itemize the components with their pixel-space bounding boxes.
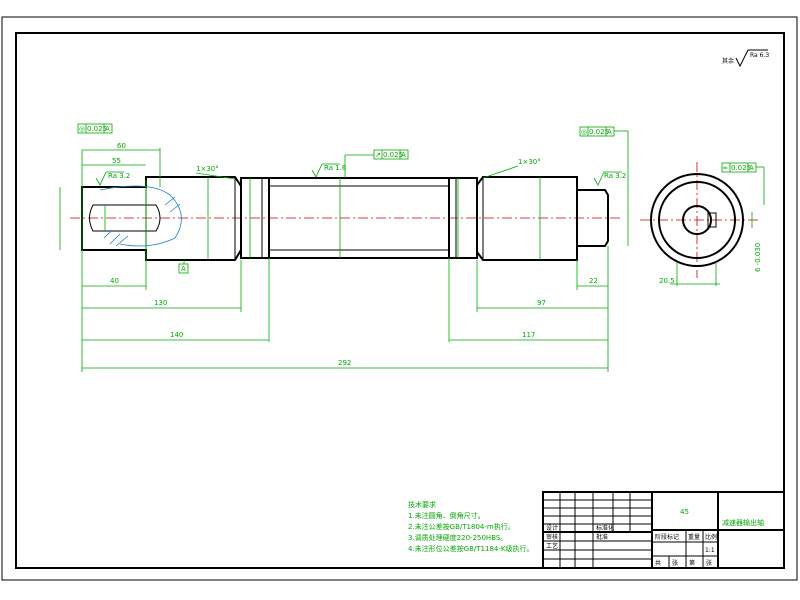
left-shaft-end (81, 176, 242, 261)
sheet-border (1, 16, 798, 581)
note-3: 3.调质处理硬度220-250HBS。 (408, 533, 507, 542)
tb-stage: 阶段标记 (655, 533, 679, 541)
datum-a: A (178, 260, 189, 274)
section-inner-circle (682, 205, 712, 235)
roughness-symbol-icon (735, 49, 768, 68)
frame-border (15, 32, 785, 569)
tb-process: 工艺 (546, 542, 558, 550)
section-hatch (103, 196, 181, 247)
section-break-curve (99, 185, 182, 247)
tb-material: 45 (680, 508, 689, 516)
tol-mid-datum: A (401, 151, 406, 159)
dimensions: 60 55 40 130 140 292 97 117 22 1 (59, 142, 629, 372)
tb-sheet: 张 (672, 559, 678, 567)
tb-design: 设计 (546, 524, 558, 532)
general-roughness-prefix: 其余 (722, 57, 734, 65)
keyway-depth: 20.5 (659, 277, 675, 285)
chamfer-left-leader (195, 172, 236, 180)
roughness-left: Ra 3.2 (108, 172, 130, 180)
title-block: 设计 审核 工艺 标准化 批准 45 减速器输出轴 阶段标记 重量 比例 1:1… (542, 491, 785, 569)
dim-22: 22 (589, 277, 598, 285)
tb-sheet-total: 共 (655, 559, 661, 567)
dim-292: 292 (338, 359, 351, 367)
tb-drawing-name: 减速器输出轴 (722, 518, 764, 527)
roughness-mid-icon (311, 163, 340, 178)
dim-130: 130 (154, 299, 167, 307)
tol-right-value: 0.025 (589, 128, 609, 136)
dim-117: 117 (522, 331, 535, 339)
tol-section-datum: A (749, 164, 754, 172)
keyway-width: 6 -0.030 (754, 243, 762, 272)
tb-approve: 批准 (596, 533, 608, 541)
roughness-right-icon (593, 171, 622, 186)
dim-60: 60 (117, 142, 126, 150)
tolerance-frame-left: ◎ 0.025 A (77, 123, 113, 134)
tolerance-frames: ◎ 0.025 A ↗ 0.025 A ◎ 0.025 A A (77, 123, 629, 274)
tol-mid-value: 0.025 (383, 151, 403, 159)
chamfer-right-leader (482, 165, 519, 179)
tolerance-frame-right: ◎ 0.025 A (579, 126, 629, 190)
tb-standard: 标准化 (596, 524, 614, 532)
general-roughness-value: Ra 6.3 (750, 52, 769, 59)
technical-notes: 技术要求 1.未注圆角、倒角尺寸。 2.未注公差按GB/T1804-m执行。 3… (408, 500, 533, 553)
left-keyway (89, 204, 161, 232)
tol-right-symbol: ◎ (581, 128, 587, 136)
tol-left-value: 0.025 (87, 125, 107, 133)
note-4: 4.未注形位公差按GB/T1184-K级执行。 (408, 544, 533, 553)
dim-40: 40 (110, 277, 119, 285)
tol-mid-symbol: ↗ (375, 151, 381, 159)
dim-55: 55 (112, 157, 121, 165)
tb-ratio: 比例 (705, 533, 717, 541)
section-view: 20.5 6 -0.030 ═ 0.025 A (640, 162, 765, 286)
tol-left-symbol: ◎ (79, 125, 85, 133)
chamfer-left: 1×30° (196, 165, 219, 173)
tb-scale: 1:1 (705, 547, 715, 554)
tol-left-datum: A (105, 125, 110, 133)
tol-right-datum: A (607, 128, 612, 136)
right-shaft-end (576, 189, 609, 247)
dim-97: 97 (537, 299, 546, 307)
tb-sheet-unit: 张 (706, 559, 712, 567)
roughness-right: Ra 3.2 (604, 172, 626, 180)
datum-label: A (181, 265, 186, 273)
tol-section-value: 0.025 (731, 164, 751, 172)
section-keyway (707, 212, 717, 228)
right-journal (476, 176, 578, 261)
dim-140: 140 (170, 331, 183, 339)
note-2: 2.未注公差按GB/T1804-m执行。 (408, 522, 515, 531)
roughness-mid: Ra 1.6 (324, 164, 347, 172)
notes-title: 技术要求 (408, 500, 436, 509)
tb-weight: 重量 (688, 533, 700, 541)
tb-check: 审核 (546, 533, 558, 541)
general-roughness: 其余 Ra 6.3 (722, 49, 769, 68)
section-mid-circle (658, 181, 736, 259)
note-1: 1.未注圆角、倒角尺寸。 (408, 511, 485, 520)
tolerance-frame-mid: ↗ 0.025 A (344, 149, 409, 178)
shaft-front-view (70, 176, 620, 261)
section-outer-circle (650, 173, 744, 267)
tolerance-frame-section: ═ 0.025 A (721, 162, 765, 205)
roughness-left-icon (95, 171, 124, 186)
tb-sheet-no: 第 (689, 559, 695, 567)
tol-section-symbol: ═ (722, 164, 728, 172)
chamfer-right: 1×30° (518, 158, 541, 166)
